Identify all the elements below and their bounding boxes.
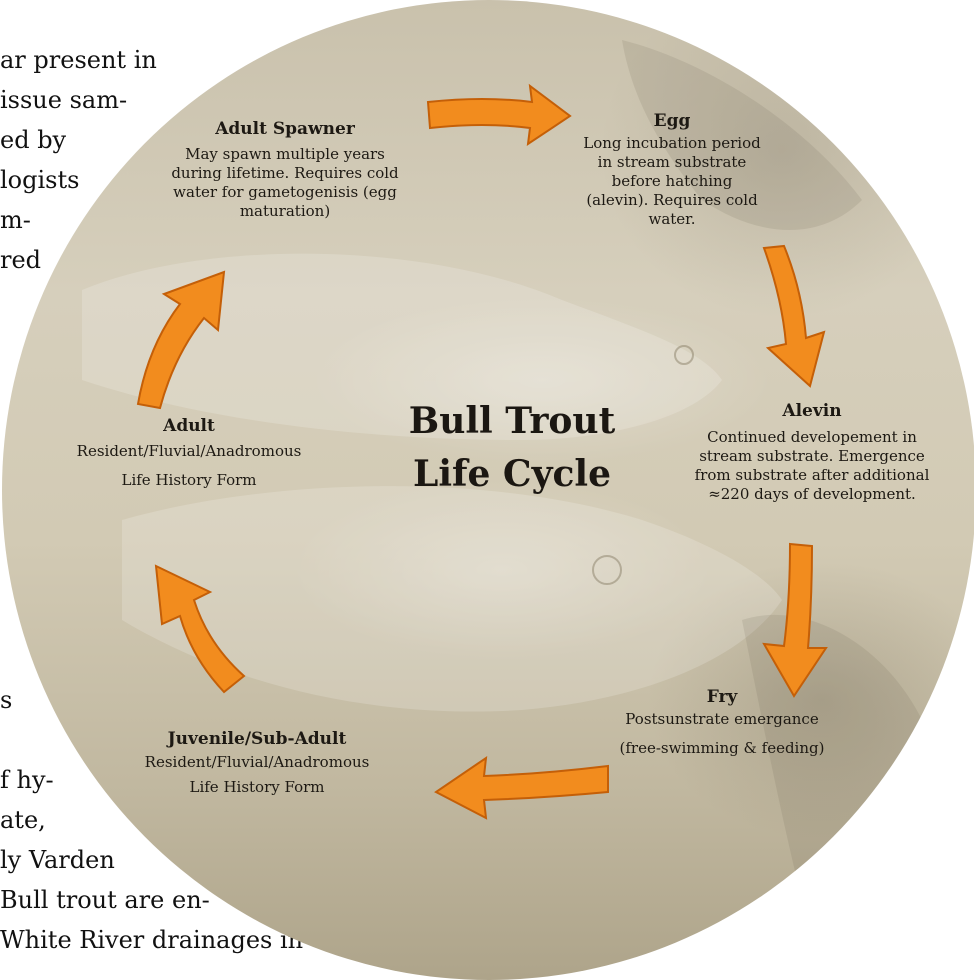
stage-description: water for gametogenisis (egg	[150, 183, 420, 202]
arrow-left-icon	[432, 752, 612, 822]
stage-description: May spawn multiple years	[150, 145, 420, 164]
arrow-up-icon	[140, 558, 250, 698]
diagram-title-line: Life Cycle	[362, 448, 662, 501]
arrow-down-icon	[754, 540, 844, 700]
stage-alevin: Alevin Continued developement in stream …	[662, 400, 962, 504]
arrow-right-icon	[424, 80, 574, 150]
stage-title: Alevin	[662, 400, 962, 422]
stage-description: stream substrate. Emergence	[662, 447, 962, 466]
stage-description: Life History Form	[44, 471, 334, 490]
stage-description: Postsunstrate emergance	[587, 710, 857, 729]
stage-description: water.	[557, 210, 787, 229]
stage-adult: Adult Resident/Fluvial/Anadromous Life H…	[44, 415, 334, 490]
arrow-up-icon	[134, 262, 244, 412]
stage-title: Adult Spawner	[150, 118, 420, 140]
stage-description: ≈220 days of development.	[662, 485, 962, 504]
stage-description: before hatching	[557, 172, 787, 191]
stage-title: Fry	[587, 686, 857, 708]
stage-egg: Egg Long incubation period in stream sub…	[557, 110, 787, 229]
stage-description: Continued developement in	[662, 428, 962, 447]
stage-description: Resident/Fluvial/Anadromous	[44, 442, 334, 461]
stage-title: Juvenile/Sub-Adult	[117, 728, 397, 750]
stage-description: Life History Form	[117, 778, 397, 797]
diagram-title-line: Bull Trout	[362, 395, 662, 448]
stage-title: Adult	[44, 415, 334, 437]
stage-description: during lifetime. Requires cold	[150, 164, 420, 183]
stage-description: maturation)	[150, 202, 420, 221]
stage-description: from substrate after additional	[662, 466, 962, 485]
stage-description: Resident/Fluvial/Anadromous	[117, 753, 397, 772]
diagram-title: Bull Trout Life Cycle	[362, 395, 662, 501]
stage-fry: Fry Postsunstrate emergance (free-swimmi…	[587, 686, 857, 758]
stage-juvenile: Juvenile/Sub-Adult Resident/Fluvial/Anad…	[117, 728, 397, 797]
stage-description: (free-swimming & feeding)	[587, 739, 857, 758]
stage-description: (alevin). Requires cold	[557, 191, 787, 210]
stage-description: Long incubation period	[557, 134, 787, 153]
stage-title: Egg	[557, 110, 787, 132]
arrow-down-icon	[754, 240, 844, 390]
stage-description: in stream substrate	[557, 153, 787, 172]
stage-adult-spawner: Adult Spawner May spawn multiple years d…	[150, 118, 420, 221]
